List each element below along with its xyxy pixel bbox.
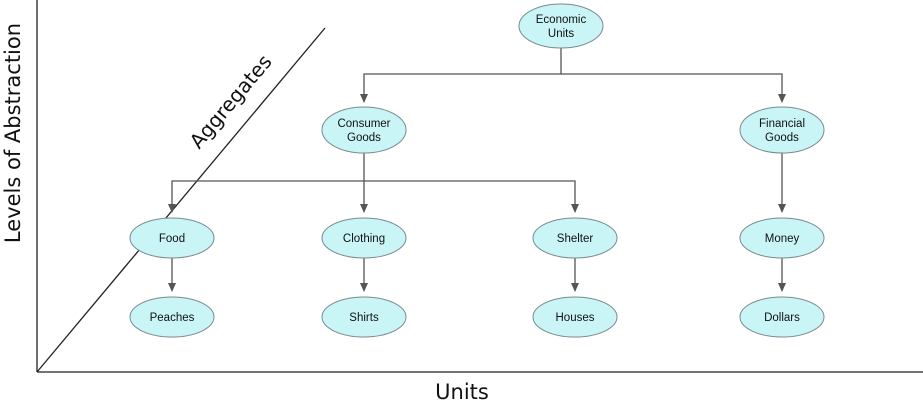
node-label-line-1: Financial (759, 118, 805, 130)
node-financial-goods: Financial Goods (739, 106, 825, 154)
node-clothing: Clothing (321, 217, 407, 259)
connector-economic-units-to-consumer-goods (360, 48, 562, 103)
node-label: Shirts (349, 312, 379, 324)
node-shape (518, 3, 604, 49)
node-dollars: Dollars (739, 296, 825, 338)
node-label: Clothing (343, 233, 385, 245)
node-peaches: Peaches (129, 296, 215, 338)
node-label-line-1: Consumer (337, 118, 390, 130)
x-axis-label: Units (435, 380, 489, 404)
node-houses: Houses (532, 296, 618, 338)
node-shirts: Shirts (321, 296, 407, 338)
node-shelter: Shelter (532, 217, 618, 259)
node-shape (129, 296, 215, 338)
node-shape (532, 296, 618, 338)
node-label-line-1: Economic (536, 14, 587, 26)
node-label: Dollars (764, 312, 800, 324)
node-shape (739, 106, 825, 154)
node-label: Food (159, 233, 185, 245)
node-shape (739, 296, 825, 338)
node-shape (129, 217, 215, 259)
node-food: Food (129, 217, 215, 259)
node-label: Peaches (150, 312, 195, 324)
connector-consumer-goods-to-shelter (364, 180, 579, 213)
node-label-line-2: Goods (765, 132, 799, 144)
node-economic-units: Economic Units (518, 3, 604, 49)
connectors (168, 48, 786, 292)
node-shape (321, 106, 407, 154)
node-shape (739, 217, 825, 259)
y-axis-label: Levels of Abstraction (1, 23, 25, 243)
node-shape (321, 296, 407, 338)
node-label: Houses (556, 312, 595, 324)
node-label: Money (765, 233, 800, 245)
node-money: Money (739, 217, 825, 259)
node-label-line-2: Goods (347, 132, 381, 144)
connector-consumer-goods-to-food (168, 153, 365, 213)
node-shape (532, 217, 618, 259)
node-label-line-2: Units (548, 28, 574, 40)
node-consumer-goods: Consumer Goods (321, 106, 407, 154)
connector-economic-units-to-financial-goods (561, 73, 786, 103)
node-label: Shelter (557, 233, 594, 245)
aggregates-diagonal-line (36, 27, 326, 373)
node-shape (321, 217, 407, 259)
